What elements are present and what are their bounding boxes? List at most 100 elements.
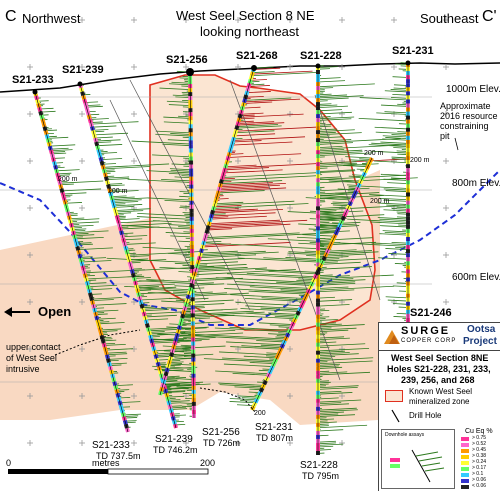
collar-label-s21-231: S21-231 xyxy=(392,45,434,57)
assay-bar xyxy=(378,218,408,220)
assay-bar xyxy=(70,219,99,220)
hole-label-s21-246: S21-246 xyxy=(410,307,452,319)
depth-mark-200m: 200 m xyxy=(108,188,127,195)
toe-td-s21-231: TD 807m xyxy=(256,433,293,443)
upper-contact-label-1: upper contact xyxy=(6,342,61,352)
assay-bar xyxy=(72,225,94,226)
cu-eq-swatch xyxy=(461,467,469,471)
assay-bar xyxy=(237,405,254,406)
project-name-2: Project xyxy=(463,336,497,347)
assay-bar xyxy=(124,416,138,417)
assay-bar xyxy=(63,193,87,194)
pit-label-line2: 2016 resource xyxy=(440,111,498,121)
cu-eq-swatch xyxy=(461,437,469,441)
assay-bar xyxy=(40,108,54,109)
collar-label-s21-268: S21-268 xyxy=(236,50,278,62)
assay-bar xyxy=(383,231,408,232)
assay-bar xyxy=(386,205,408,206)
assay-bar xyxy=(391,89,408,90)
assay-bar xyxy=(48,137,69,138)
assay-bar xyxy=(71,222,99,223)
assay-bar xyxy=(318,430,343,431)
assay-bar xyxy=(123,414,141,415)
direction-southeast: Southeast xyxy=(420,11,479,26)
scale-bar xyxy=(8,469,208,474)
assay-bar xyxy=(57,173,71,174)
assay-bar xyxy=(114,206,133,207)
assay-bar xyxy=(318,94,332,95)
assay-bar xyxy=(318,444,343,445)
assay-bar xyxy=(242,398,258,399)
assay-bar xyxy=(393,304,408,305)
cu-eq-label: < 0.06 xyxy=(472,483,486,489)
assay-bar xyxy=(116,211,143,212)
assay-bar xyxy=(380,226,408,227)
depth-mark-200m: 200 m xyxy=(370,198,389,205)
legend-divider xyxy=(379,350,500,351)
assay-bar xyxy=(380,219,408,220)
legend-zone-1: Known West Seel xyxy=(409,387,472,396)
depth-mark-200m: 200 m xyxy=(410,157,429,164)
assay-bar xyxy=(392,135,408,136)
collar-label-s21-233: S21-233 xyxy=(12,74,54,86)
cu-eq-title: Cu Eq % xyxy=(465,428,493,435)
assay-bar xyxy=(90,119,109,120)
assay-bar xyxy=(394,88,408,89)
assay-bar xyxy=(392,157,408,158)
legend-title-2: Holes S21-228, 231, 233, xyxy=(387,364,491,374)
assay-bar xyxy=(252,71,312,74)
collar-label-s21-228: S21-228 xyxy=(300,50,342,62)
assay-bar xyxy=(108,185,124,186)
assay-bar xyxy=(393,286,408,287)
logo-brand: SURGE xyxy=(401,325,450,337)
assay-bar xyxy=(391,98,408,99)
collar-label-s21-239: S21-239 xyxy=(62,64,104,76)
assay-bar xyxy=(379,234,408,235)
cu-eq-swatch xyxy=(461,449,469,453)
toe-id-s21-239: S21-239 xyxy=(155,434,193,445)
assay-bar xyxy=(240,400,256,401)
collar-label-s21-256: S21-256 xyxy=(166,54,208,66)
section-end-letter-left: C xyxy=(5,8,17,26)
cu-eq-bin: < 0.06 xyxy=(461,484,499,490)
elevation-800m: 800m Elev. xyxy=(452,178,500,189)
toe-id-s21-256: S21-256 xyxy=(202,427,240,438)
assay-bar xyxy=(388,300,408,301)
assay-bar xyxy=(250,79,267,80)
assay-bar xyxy=(94,133,128,135)
logo-area: SURGE COPPER CORP Ootsa Project xyxy=(379,323,500,349)
assay-bar xyxy=(116,213,131,214)
assay-bar xyxy=(108,184,122,185)
assay-bar xyxy=(230,401,256,402)
assay-bar xyxy=(385,232,408,233)
depth-mark-200m: 200 m xyxy=(364,150,383,157)
assay-bar xyxy=(113,202,138,203)
assay-bar xyxy=(97,144,122,145)
assay-bar xyxy=(385,91,408,92)
legend-title-3: 239, 256, and 268 xyxy=(401,375,475,385)
assay-bar xyxy=(249,85,270,86)
assay-bar xyxy=(65,202,82,203)
scale-unit: metres xyxy=(92,458,120,468)
assay-bar xyxy=(392,242,408,243)
drill-hole-symbol xyxy=(389,409,403,423)
pit-label-line4: pit xyxy=(440,131,450,141)
assay-bar xyxy=(114,204,142,205)
assay-bar xyxy=(349,160,370,161)
cu-eq-swatch xyxy=(461,461,469,465)
assay-bar xyxy=(115,209,150,211)
assay-bar xyxy=(383,210,408,211)
assay-bar xyxy=(387,183,408,184)
assay-bar xyxy=(318,98,349,100)
assay-inset-title: Downhole assays xyxy=(385,432,424,438)
legend-title-1: West Seel Section 8NE xyxy=(391,353,488,363)
assay-bar xyxy=(57,170,80,171)
toe-td-s21-239: TD 746.2m xyxy=(153,445,198,455)
upper-contact-label-2: of West Seel xyxy=(6,353,57,363)
assay-bar xyxy=(394,85,408,86)
pit-label-leader xyxy=(455,138,458,150)
assay-bar xyxy=(101,159,122,160)
assay-bar xyxy=(318,95,347,96)
surge-logo-icon xyxy=(382,326,402,346)
